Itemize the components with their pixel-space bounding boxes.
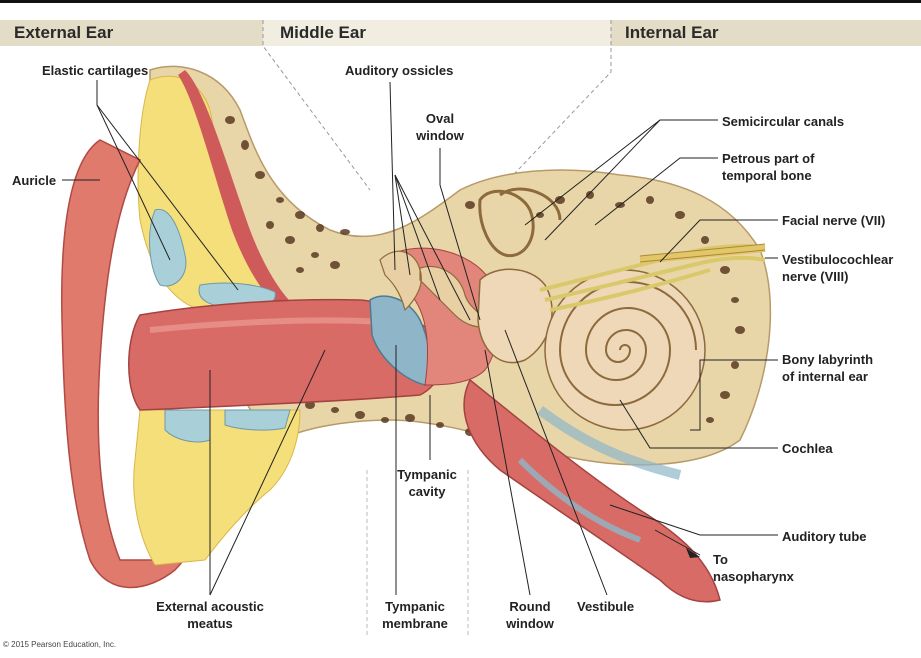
label-elastic-cartilages: Elastic cartilages: [42, 63, 149, 78]
label-facial-nerve: Facial nerve (VII): [782, 213, 886, 228]
lower-fat: [133, 409, 301, 566]
label-petrous-part: Petrous part of temporal bone: [722, 151, 815, 183]
cartilage-upper: [149, 208, 187, 287]
label-vestibule: Vestibule: [577, 599, 635, 614]
internal-ear-band: [611, 20, 921, 46]
label-external-acoustic-meatus: External acoustic meatus: [156, 599, 264, 631]
cochlea-shape: [544, 269, 706, 431]
top-border: [0, 0, 921, 3]
leader-lines: [62, 80, 778, 596]
middle-ear-band: [263, 20, 611, 46]
label-cochlea: Cochlea: [782, 441, 833, 456]
label-tympanic-membrane: Tympanic membrane: [382, 599, 448, 631]
label-semicircular-canals: Semicircular canals: [722, 114, 845, 129]
section-internal-ear: Internal Ear: [625, 23, 719, 42]
external-ear-band: [0, 20, 263, 46]
label-vestibulocochlear-nerve: Vestibulocochlear nerve (VIII): [782, 252, 894, 284]
label-auditory-tube: Auditory tube: [782, 529, 867, 544]
copyright-text: © 2015 Pearson Education, Inc.: [3, 640, 117, 649]
label-tympanic-cavity: Tympanic cavity: [397, 467, 457, 499]
section-external-ear: External Ear: [14, 23, 114, 42]
section-middle-ear: Middle Ear: [280, 23, 366, 42]
label-auditory-ossicles: Auditory ossicles: [345, 63, 454, 78]
label-bony-labyrinth: Bony labyrinth of internal ear: [782, 352, 874, 384]
label-oval-window: Oval window: [416, 111, 464, 143]
label-round-window: Round window: [506, 599, 554, 631]
auditory-tube-shape: [463, 378, 721, 603]
label-to-nasopharynx: To nasopharynx: [713, 552, 794, 584]
label-auricle: Auricle: [12, 173, 57, 188]
